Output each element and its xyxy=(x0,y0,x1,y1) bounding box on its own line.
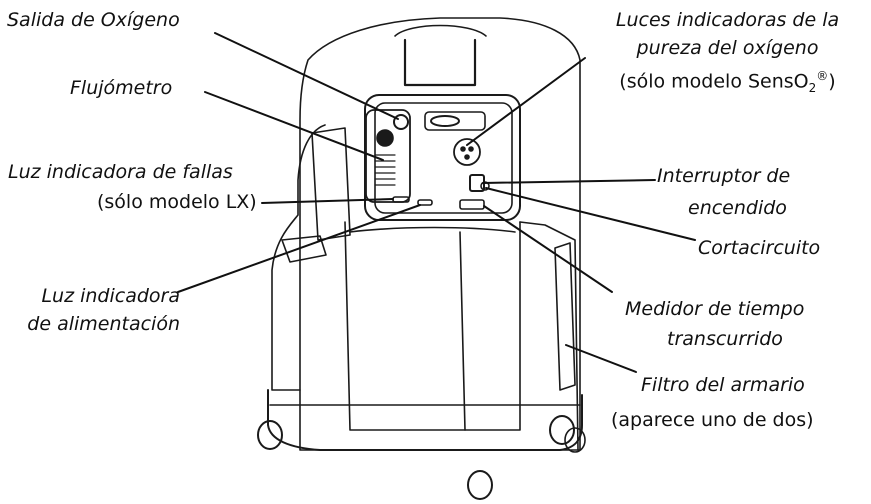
power-light xyxy=(417,199,433,206)
leader-oxygen-outlet xyxy=(214,32,399,120)
front-center-panel xyxy=(349,226,516,233)
flowmeter-knob xyxy=(376,129,394,147)
left-lower-recess xyxy=(281,235,327,263)
leader-power-light xyxy=(177,204,421,293)
control-panel xyxy=(364,94,521,221)
purity-light-dot xyxy=(460,146,466,152)
cabinet-filter-slot xyxy=(554,242,576,391)
label-fault-light: Luz indicadora de fallas xyxy=(8,161,233,183)
purity-note-text: (sólo modelo SensO xyxy=(619,70,809,93)
purity-light-dot xyxy=(468,146,474,152)
label-power-light-line2: de alimentación xyxy=(27,313,180,335)
label-fault-light-note: (sólo modelo LX) xyxy=(97,191,257,213)
caster-rear-left xyxy=(467,470,493,500)
label-cabinet-filter-note: (aparece uno de dos) xyxy=(611,409,814,431)
logo-plate xyxy=(424,111,486,131)
flowmeter-scale xyxy=(374,154,396,186)
purity-note-registered: ® xyxy=(816,69,829,83)
leader-purity-lights xyxy=(466,57,586,146)
flowmeter-body xyxy=(365,109,411,203)
caster-front-right xyxy=(549,415,575,445)
label-oxygen-outlet: Salida de Oxígeno xyxy=(7,9,180,31)
left-side-panel xyxy=(271,124,326,391)
leader-cabinet-filter xyxy=(565,344,637,373)
leader-fault-light xyxy=(261,198,394,204)
front-divider xyxy=(459,231,466,431)
label-power-light-line1: Luz indicadora xyxy=(41,285,180,307)
label-cabinet-filter: Filtro del armario xyxy=(641,374,805,396)
purity-note-close: ) xyxy=(828,70,836,93)
leader-flowmeter xyxy=(204,91,384,161)
leader-circuit-breaker xyxy=(485,187,696,241)
leader-hour-meter xyxy=(483,205,613,293)
right-side-panel xyxy=(519,221,579,451)
label-purity-lights-line2: pureza del oxígeno xyxy=(636,37,819,59)
purity-light-dot xyxy=(464,154,470,160)
leader-power-switch xyxy=(482,179,656,184)
leader-lines xyxy=(177,32,696,373)
cabinet-base xyxy=(267,389,583,451)
left-side-recess xyxy=(311,127,351,241)
hour-meter xyxy=(459,199,485,210)
label-circuit-breaker: Cortacircuito xyxy=(698,237,821,259)
front-body xyxy=(344,221,521,431)
cabinet-top-shell xyxy=(299,17,581,451)
label-hour-meter-line2: transcurrido xyxy=(667,328,783,350)
label-flowmeter: Flujómetro xyxy=(70,77,173,99)
purity-indicator-lights xyxy=(453,138,481,166)
handle-top xyxy=(394,24,487,37)
handle-recess xyxy=(403,38,477,87)
logo-mark xyxy=(430,115,460,127)
caster-rear-right xyxy=(564,427,586,453)
purity-note-subscript: 2 xyxy=(808,81,817,96)
label-power-switch-line2: encendido xyxy=(688,197,787,219)
oxygen-outlet-fitting xyxy=(393,114,409,130)
label-purity-note: (sólo modelo SensO2®) xyxy=(585,64,870,100)
label-purity-lights-line1: Luces indicadoras de la xyxy=(615,9,840,31)
label-hour-meter-line1: Medidor de tiempo xyxy=(625,298,805,320)
label-power-switch-line1: Interruptor de xyxy=(657,165,791,187)
caster-front-left xyxy=(257,420,283,450)
